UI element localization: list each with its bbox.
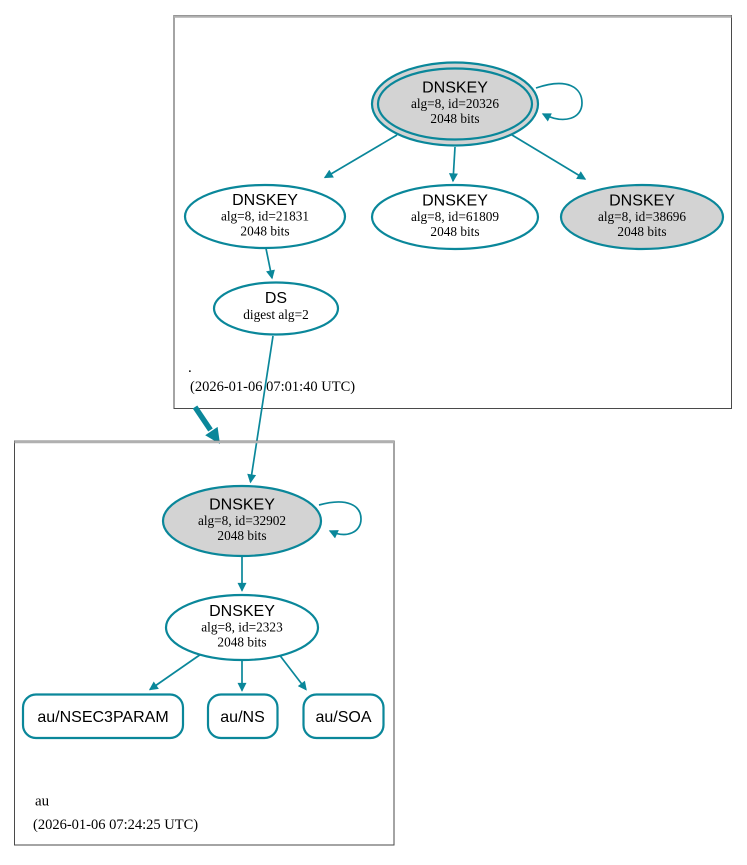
node-dnskey-32902-bits: 2048 bits (217, 528, 266, 543)
node-dnskey-20326-inner-ellipse (376, 67, 534, 141)
node-dnskey-61809-ellipse (370, 183, 540, 251)
zone-au-timestamp: (2026-01-06 07:24:25 UTC) (33, 817, 198, 833)
edge-rootksk-to-zsk21831 (323, 134, 398, 179)
delegation-root-to-au (192, 335, 274, 484)
edge-rootksk-to-zsk61809 (448, 146, 458, 183)
node-dnskey-38696-bits: 2048 bits (617, 224, 666, 239)
self-loop-root-ksk (535, 82, 583, 122)
edge-auzsk-to-soa (277, 652, 307, 691)
node-dnskey-32902-detail: alg=8, id=32902 (198, 513, 286, 528)
rrset-au-ns-box (206, 693, 279, 740)
edge-ds-to-au-ksk (247, 335, 274, 484)
rrset-au-nsec3param: au/NSEC3PARAM (21, 693, 185, 740)
node-dnskey-38696: DNSKEY alg=8, id=38696 2048 bits (559, 183, 725, 251)
rrset-au-soa-label: au/SOA (315, 709, 371, 726)
rrset-au-nsec3param-box (21, 693, 185, 740)
node-dnskey-21831-title: DNSKEY (232, 192, 298, 209)
node-dnskey-20326-title: DNSKEY (422, 80, 488, 97)
node-dnskey-21831: DNSKEY alg=8, id=21831 2048 bits (183, 183, 347, 250)
node-dnskey-20326-bits: 2048 bits (430, 111, 479, 126)
rrset-au-ns: au/NS (206, 693, 279, 740)
node-dnskey-61809-detail: alg=8, id=61809 (411, 209, 499, 224)
node-dnskey-61809-title: DNSKEY (422, 193, 488, 210)
node-ds-au-title: DS (265, 290, 287, 307)
rrset-au-nsec3param-label: au/NSEC3PARAM (37, 709, 168, 726)
node-dnskey-2323: DNSKEY alg=8, id=2323 2048 bits (164, 593, 320, 662)
node-dnskey-38696-title: DNSKEY (609, 193, 675, 210)
node-dnskey-32902-ellipse (161, 484, 323, 558)
zone-au-cluster: DNSKEY alg=8, id=32902 2048 bits DNSKEY … (14, 440, 395, 846)
delegation-arrowhead-icon (205, 426, 220, 444)
node-ds-au-detail: digest alg=2 (243, 307, 308, 322)
edge-auzsk-to-nsec3param (148, 651, 205, 691)
node-dnskey-2323-title: DNSKEY (209, 603, 275, 620)
zone-root-cluster: DNSKEY alg=8, id=20326 2048 bits DNSKEY … (173, 15, 732, 409)
node-dnskey-38696-detail: alg=8, id=38696 (598, 209, 686, 224)
node-dnskey-32902-title: DNSKEY (209, 497, 275, 514)
node-dnskey-21831-bits: 2048 bits (240, 224, 289, 239)
node-dnskey-20326: DNSKEY alg=8, id=20326 2048 bits (370, 61, 540, 147)
edge-zsk21831-to-ds (265, 248, 275, 280)
node-ds-au: DS digest alg=2 (212, 281, 340, 336)
zone-root-timestamp: (2026-01-06 07:01:40 UTC) (190, 379, 355, 395)
rrset-au-soa-box (302, 693, 385, 740)
zone-root-label: . (188, 360, 192, 376)
edge-rootksk-to-ksk38696 (511, 134, 587, 180)
delegation-arrow-shaft (192, 405, 213, 432)
node-dnskey-61809: DNSKEY alg=8, id=61809 2048 bits (370, 183, 540, 251)
node-dnskey-2323-bits: 2048 bits (217, 635, 266, 650)
self-loop-au-ksk (318, 501, 362, 539)
rrset-au-soa: au/SOA (302, 693, 385, 740)
node-dnskey-61809-bits: 2048 bits (430, 224, 479, 239)
rrset-au-ns-label: au/NS (220, 709, 264, 726)
node-dnskey-38696-ellipse (559, 183, 725, 251)
zone-au-label: au (35, 794, 50, 810)
node-dnskey-21831-detail: alg=8, id=21831 (221, 209, 309, 224)
node-dnskey-2323-detail: alg=8, id=2323 (201, 620, 283, 635)
node-dnskey-2323-ellipse (164, 593, 320, 662)
node-dnskey-20326-detail: alg=8, id=20326 (411, 96, 499, 111)
node-dnskey-32902: DNSKEY alg=8, id=32902 2048 bits (161, 484, 323, 558)
node-ds-au-ellipse (212, 281, 340, 336)
node-dnskey-21831-ellipse (183, 183, 347, 250)
